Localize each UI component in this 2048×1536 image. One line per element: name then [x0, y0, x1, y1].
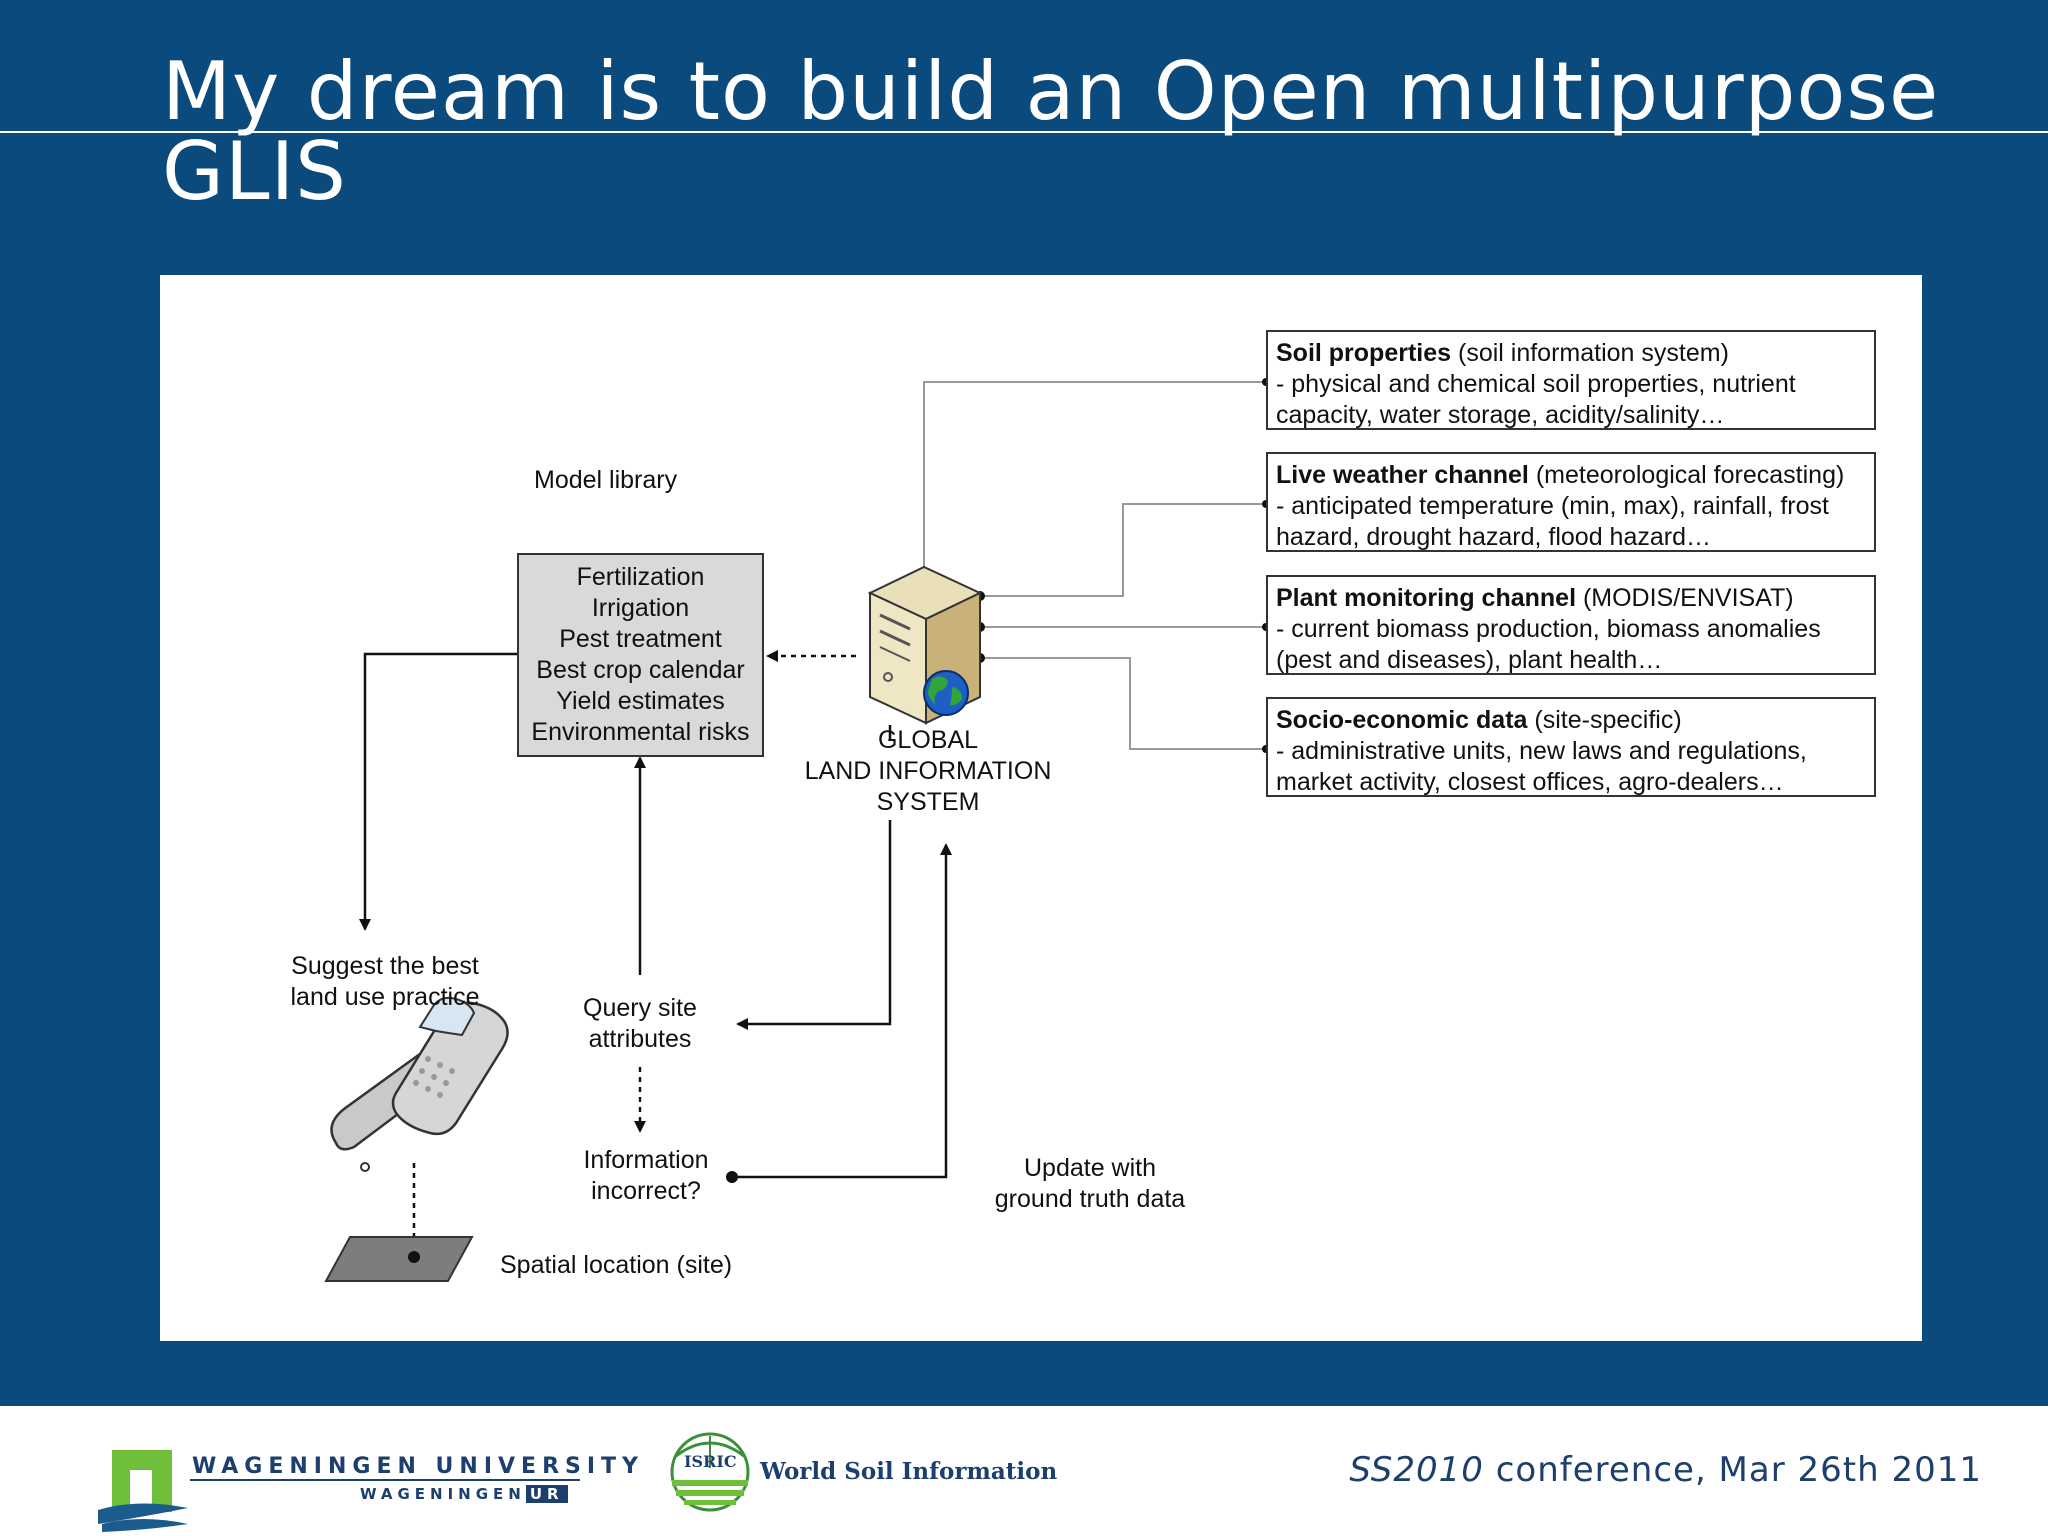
- diagram-connectors: [324, 378, 1270, 1282]
- info-to-server-arrow: [732, 843, 952, 1179]
- title-rule: [0, 131, 2048, 133]
- connector-socio: [980, 657, 1266, 750]
- source-connectors: [923, 381, 1266, 750]
- diagram-panel: Model library Fertilization Irrigation P…: [160, 275, 1922, 1341]
- location-plane-icon: [324, 1236, 474, 1282]
- mobile-phone-icon: [330, 996, 509, 1172]
- model-item: Environmental risks: [531, 718, 750, 746]
- wur-name: WAGENINGEN UNIVERSITY: [192, 1454, 644, 1479]
- globe-icon: [923, 670, 969, 716]
- isric-badge: ISRIC: [684, 1452, 737, 1471]
- server-to-query-arrow: [736, 820, 892, 1030]
- source-box-socio: Socio-economic data (site-specific) - ad…: [1266, 697, 1876, 797]
- model-library-box: Fertilization Irrigation Pest treatment …: [517, 553, 764, 757]
- model-item: Irrigation: [591, 594, 690, 622]
- model-item: Fertilization: [576, 563, 705, 591]
- source-box-soil: Soil properties (soil information system…: [1266, 330, 1876, 430]
- suggest-label: Suggest the best land use practice: [290, 952, 480, 1011]
- wur-logo-icon: [98, 1450, 188, 1532]
- footer-logos: [98, 1432, 750, 1532]
- update-label: Update with ground truth data: [994, 1154, 1186, 1213]
- model-item: Pest treatment: [559, 625, 722, 653]
- conference-footer: SS2010 conference, Mar 26th 2011: [1349, 1450, 1982, 1490]
- query-label: Query site attributes: [583, 994, 697, 1053]
- model-library-label: Model library: [534, 466, 678, 494]
- connector-soil: [923, 381, 1266, 572]
- slide-title: My dream is to build an Open multipurpos…: [162, 45, 1940, 218]
- model-item: Yield estimates: [556, 687, 725, 715]
- isric-logo-icon: [670, 1432, 750, 1512]
- source-box-weather: Live weather channel (meteorological for…: [1266, 452, 1876, 552]
- model-item: Best crop calendar: [536, 656, 745, 684]
- server-label: GLOBAL LAND INFORMATION SYSTEM: [804, 726, 1052, 816]
- info-incorrect-label: Information incorrect?: [583, 1146, 709, 1205]
- isric-name: World Soil Information: [760, 1458, 1058, 1485]
- connector-weather: [980, 503, 1266, 597]
- model-to-suggest-arrow: [359, 652, 517, 931]
- spatial-location-label: Spatial location (site): [500, 1251, 733, 1279]
- source-box-plant: Plant monitoring channel (MODIS/ENVISAT)…: [1266, 575, 1876, 675]
